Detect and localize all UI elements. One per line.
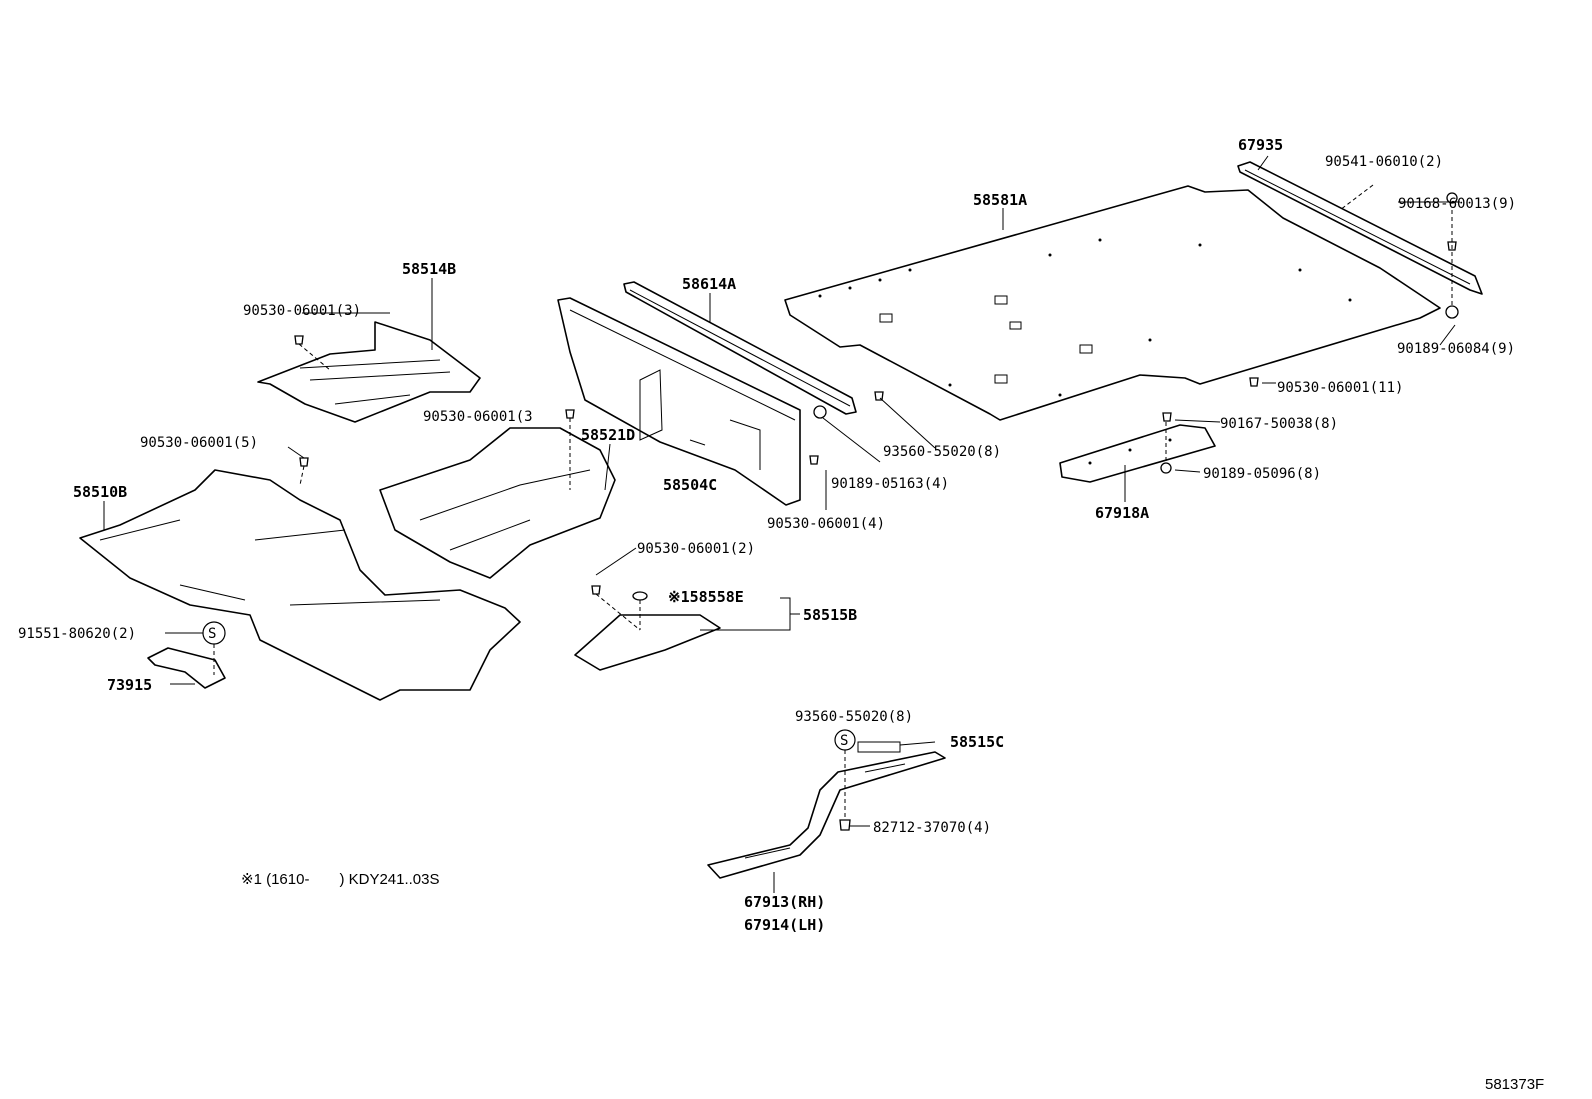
step-67913-67914 — [707, 741, 946, 879]
label-90189-05096: 90189-05096(8) — [1203, 466, 1321, 482]
label-93560-55020-b: 93560-55020(8) — [795, 709, 913, 725]
label-58504C: 58504C — [663, 476, 717, 494]
bracket-73915 — [147, 647, 226, 689]
s-mark-2: S — [840, 733, 848, 749]
label-67918A: 67918A — [1095, 504, 1149, 522]
bar-58614A — [623, 281, 857, 415]
label-58558E: ※158558E — [668, 588, 744, 606]
floor-panel-58581A — [784, 185, 1441, 421]
label-67914: 67914(LH) — [744, 916, 825, 934]
label-58514B: 58514B — [402, 260, 456, 278]
label-58614A: 58614A — [682, 275, 736, 293]
label-90168-60013: 90168-60013(9) — [1398, 196, 1516, 212]
label-90530-06001-2: 90530-06001(2) — [637, 541, 755, 557]
label-90541-06010: 90541-06010(2) — [1325, 154, 1443, 170]
figure-id: 581373F — [1485, 1076, 1544, 1093]
label-58581A: 58581A — [973, 191, 1027, 209]
label-93560-55020-a: 93560-55020(8) — [883, 444, 1001, 460]
label-90530-06001-5: 90530-06001(5) — [140, 435, 258, 451]
label-67935: 67935 — [1238, 136, 1283, 154]
strip-67935 — [1237, 161, 1483, 295]
footnote: ※1 (1610- ) KDY241..03S — [241, 871, 440, 888]
label-91551-80620: 91551-80620(2) — [18, 626, 136, 642]
label-58521D: 58521D — [581, 426, 635, 444]
label-90530-06001-3a: 90530-06001(3) — [243, 303, 361, 319]
label-58510B: 58510B — [73, 483, 127, 501]
leader-lines — [103, 155, 1460, 893]
label-90530-06001-4: 90530-06001(4) — [767, 516, 885, 532]
label-73915: 73915 — [107, 676, 152, 694]
label-82712-37070: 82712-37070(4) — [873, 820, 991, 836]
partition-58504C — [557, 297, 801, 506]
label-90189-06084: 90189-06084(9) — [1397, 341, 1515, 357]
label-90167-50038: 90167-50038(8) — [1220, 416, 1338, 432]
label-58515C: 58515C — [950, 733, 1004, 751]
mat-58521D — [379, 427, 616, 579]
label-90189-05163: 90189-05163(4) — [831, 476, 949, 492]
s-mark-1: S — [208, 626, 216, 642]
label-67913: 67913(RH) — [744, 893, 825, 911]
plate-67918A — [1059, 424, 1216, 483]
label-90530-06001-3b: 90530-06001(3 — [423, 409, 533, 425]
plate-58515B — [574, 614, 721, 671]
label-90530-06001-11: 90530-06001(11) — [1277, 380, 1403, 396]
panel-58514B — [257, 321, 481, 423]
label-58515B: 58515B — [803, 606, 857, 624]
mat-58510B — [79, 469, 521, 701]
fasteners — [294, 192, 1459, 831]
